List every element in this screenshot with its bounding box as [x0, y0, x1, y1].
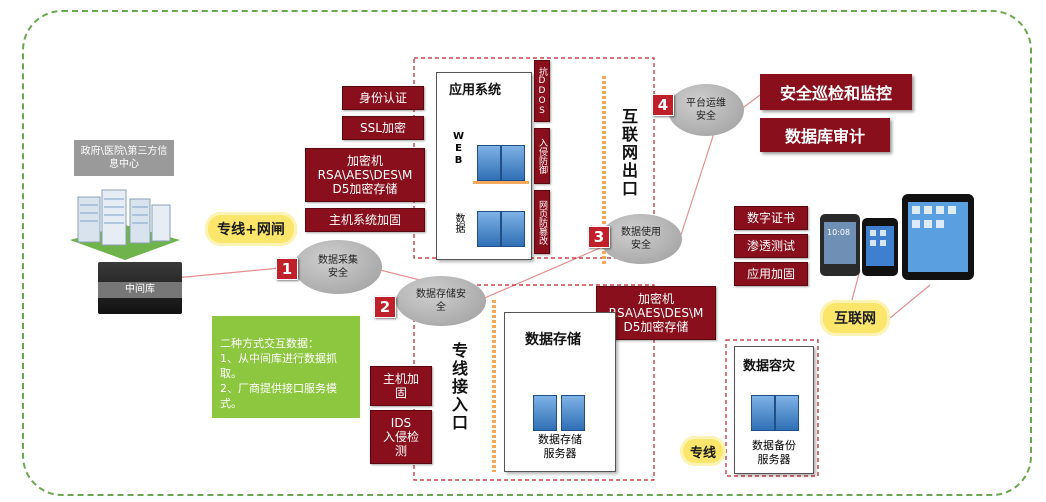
anti-tamper-label: 网页防篡改	[537, 199, 547, 245]
data-use-label: 数据使用 安全	[621, 227, 661, 251]
digital-cert-box: 数字证书	[734, 206, 808, 230]
green-note: 二种方式交互数据： 1、从中间库进行数据抓取。 2、厂商提供接口服务模式。	[212, 316, 360, 418]
web-server-icon	[501, 145, 525, 181]
intrusion-prevention-box: 入侵防御	[534, 128, 550, 184]
data-storage-security-label: 数据存储安 全	[416, 289, 466, 313]
web-label: WEB	[453, 131, 464, 167]
phone-clock: 10:08	[827, 228, 850, 237]
data-use-ellipse: 数据使用 安全	[600, 214, 682, 264]
dedicated-inlet-label: 专线接入口	[449, 342, 468, 432]
step-1-marker: 1	[276, 258, 298, 280]
dedicated-gateway-cloud: 专线+网闸	[205, 212, 297, 246]
encryption-box: 加密机 RSA\AES\DES\M D5加密存储	[305, 148, 425, 202]
intrusion-prevention-label: 入侵防御	[537, 138, 547, 174]
divider	[473, 181, 529, 184]
dedicated-line-cloud: 专线	[680, 436, 726, 466]
anti-ddos-label: 抗DDOS	[537, 66, 547, 116]
data-collect-ellipse: 数据采集 安全	[294, 240, 382, 294]
encryption-label-2: 加密机 RSA\AES\DES\M D5加密存储	[608, 292, 704, 334]
data-storage-title: 数据存储	[525, 332, 581, 348]
outer-frame	[22, 10, 1032, 496]
db-audit-label: 数据库审计	[784, 127, 865, 146]
disaster-recovery-box: 数据容灾 数据备份 服务器	[734, 346, 814, 474]
host-hardening-box: 主机系统加固	[305, 208, 425, 232]
anti-ddos-box: 抗DDOS	[534, 60, 550, 122]
app-hardening-box: 应用加固	[734, 262, 808, 286]
ids-label: IDS 入侵检 测	[382, 416, 419, 458]
data-label: 数据	[453, 213, 464, 233]
pentest-label: 渗透测试	[746, 239, 795, 253]
internet-cloud: 互联网	[820, 300, 890, 336]
host-hardening-label: 主机系统加固	[328, 213, 401, 227]
app-hardening-label: 应用加固	[746, 267, 795, 281]
digital-cert-label: 数字证书	[746, 211, 795, 225]
internet-exit-label: 互联网出口	[619, 108, 638, 198]
internet-cloud-label: 互联网	[834, 311, 876, 327]
data-server-icon	[477, 211, 501, 247]
internet-link-bar	[602, 76, 606, 266]
dedicated-gateway-label: 专线+网闸	[217, 222, 285, 238]
platform-ops-ellipse: 平台运维 安全	[668, 84, 744, 136]
storage-server-icon	[533, 395, 557, 431]
patrol-monitor-box: 安全巡检和监控	[760, 74, 912, 110]
mobile-devices-icon: 10:08	[820, 194, 974, 280]
data-server-icon	[501, 211, 525, 247]
step-3-marker: 3	[588, 226, 610, 248]
gov-label: 政府\医院\第三方信息中心	[80, 146, 168, 170]
data-storage-box: 数据存储 数据存储 服务器	[504, 312, 616, 472]
encryption-box-2: 加密机 RSA\AES\DES\M D5加密存储	[596, 286, 716, 340]
dedicated-link-bar	[492, 300, 496, 472]
platform-ops-label: 平台运维 安全	[686, 98, 726, 122]
encryption-label: 加密机 RSA\AES\DES\M D5加密存储	[317, 154, 413, 196]
backup-server-label: 数据备份 服务器	[752, 439, 796, 466]
identity-auth-label: 身份认证	[358, 91, 407, 105]
ssl-box: SSL加密	[342, 116, 424, 140]
app-system-title: 应用系统	[449, 83, 502, 98]
web-server-icon	[477, 145, 501, 181]
identity-auth-box: 身份认证	[342, 86, 424, 110]
app-system-box: 应用系统 WEB 数据	[436, 72, 532, 260]
middle-db-label: 中间库	[98, 282, 182, 298]
dedicated-line-label: 专线	[689, 445, 716, 461]
buildings-icon	[70, 189, 180, 260]
green-note-text: 二种方式交互数据： 1、从中间库进行数据抓取。 2、厂商提供接口服务模式。	[220, 337, 337, 410]
ssl-label: SSL加密	[360, 121, 406, 135]
anti-tamper-box: 网页防篡改	[534, 190, 550, 254]
pentest-box: 渗透测试	[734, 234, 808, 258]
host-hardening-box-2: 主机加 固	[370, 366, 432, 406]
patrol-monitor-label: 安全巡检和监控	[779, 84, 892, 103]
gov-label-box: 政府\医院\第三方信息中心	[74, 140, 174, 176]
disaster-recovery-title: 数据容灾	[743, 359, 796, 374]
middle-db-server: 中间库	[98, 262, 182, 314]
db-audit-box: 数据库审计	[760, 118, 890, 152]
ids-box: IDS 入侵检 测	[370, 410, 432, 464]
host-hardening-label-2: 主机加 固	[382, 372, 419, 400]
data-storage-server-label: 数据存储 服务器	[538, 433, 582, 460]
data-collect-label: 数据采集 安全	[318, 255, 358, 279]
storage-server-icon	[561, 395, 585, 431]
step-4-marker: 4	[652, 94, 674, 116]
backup-server-icon	[775, 395, 799, 431]
step-2-marker: 2	[374, 296, 396, 318]
data-storage-security-ellipse: 数据存储安 全	[396, 276, 486, 326]
backup-server-icon	[751, 395, 775, 431]
